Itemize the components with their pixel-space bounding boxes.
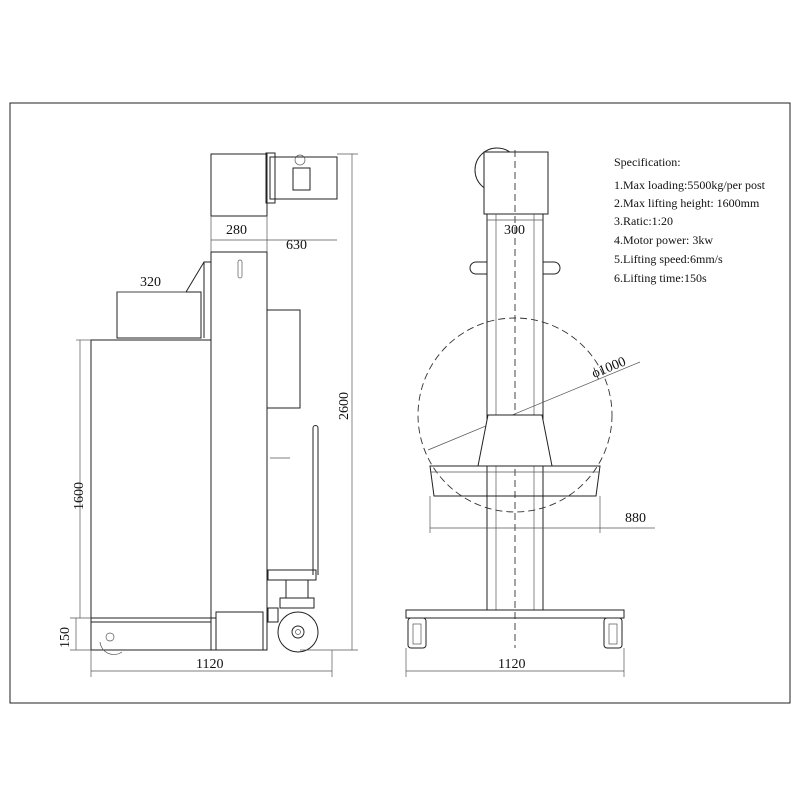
front-right-wheel	[603, 617, 623, 649]
front-base	[405, 609, 625, 619]
dim-total-height: 2600	[337, 392, 352, 420]
drive-wheel	[277, 611, 319, 653]
front-left-wheel	[407, 617, 427, 649]
dim-wheel-diameter: ϕ1000	[590, 355, 628, 382]
front-view: 300 ϕ1000 880 1120	[405, 147, 655, 677]
dim-base-length-side: 1120	[196, 657, 223, 672]
dim-column-width: 300	[504, 223, 525, 238]
carriage	[90, 339, 212, 623]
dim-cradle-width: 880	[625, 511, 646, 526]
spec-item: 6.Lifting time:150s	[614, 271, 707, 285]
specification-block: Specification: 1.Max loading:5500kg/per …	[614, 155, 766, 285]
spec-item: 2.Max lifting height: 1600mm	[614, 196, 760, 210]
dim-motor-width: 280	[226, 223, 247, 238]
spec-item: 5.Lifting speed:6mm/s	[614, 252, 723, 266]
head-box	[483, 151, 549, 215]
cradle-tray	[429, 465, 601, 497]
spec-item: 3.Ratic:1:20	[614, 214, 673, 228]
base	[90, 617, 217, 651]
spec-item: 4.Motor power: 3kw	[614, 233, 713, 247]
fork	[116, 291, 202, 339]
column	[210, 251, 268, 651]
drawing-frame	[9, 102, 791, 704]
dim-base-width-front: 1120	[498, 657, 525, 672]
side-view: 280 630 320 2600 1600 150 1120	[58, 152, 358, 677]
motor	[269, 156, 338, 200]
wheel-outline	[417, 317, 613, 513]
motor-housing	[210, 153, 268, 217]
dim-base-height: 150	[58, 627, 73, 648]
cradle-cone	[477, 414, 553, 467]
spec-heading: Specification:	[614, 155, 681, 169]
dim-fork-length: 320	[140, 275, 161, 290]
spec-item: 1.Max loading:5500kg/per post	[614, 178, 766, 192]
dim-lift-height: 1600	[72, 482, 87, 510]
dim-motor-depth: 630	[286, 238, 307, 253]
